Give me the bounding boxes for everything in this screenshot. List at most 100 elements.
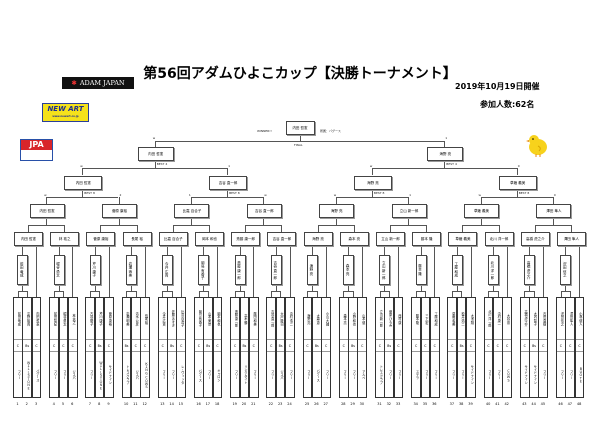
bracket-line	[371, 168, 373, 175]
bracket-line	[384, 283, 386, 291]
bracket-line	[325, 245, 327, 297]
best8-label: BEST 8	[518, 191, 530, 195]
player-class: Bs	[240, 339, 249, 352]
round-box: 比嘉 百合子	[174, 204, 210, 218]
bracket-line	[506, 245, 508, 297]
bracket-line	[307, 291, 317, 292]
player-name: 佐藤 あすき	[170, 310, 175, 328]
round32-box: 森本 亮	[339, 232, 369, 246]
bracket-line	[289, 245, 291, 297]
player-name: 吉谷 直一郎	[270, 310, 275, 328]
player-shop: フリー	[62, 370, 67, 380]
player-shop: サイドナイン	[469, 365, 474, 385]
player-name: 斎藤 康一郎	[233, 310, 238, 328]
player-class: C	[539, 339, 548, 352]
bracket-line	[408, 197, 410, 204]
player-class: C	[376, 339, 384, 352]
player-name: 大谷 崇	[505, 313, 510, 325]
bracket-line	[317, 225, 354, 226]
round-box: 内田 哲憲	[29, 204, 65, 218]
player-number: 27	[323, 402, 328, 406]
player-shop: フリー	[397, 370, 402, 380]
bracket-line	[227, 168, 229, 175]
player-shop: フリー	[288, 370, 293, 380]
player-class: C	[32, 339, 41, 352]
round1-winner-box: 立山 新一郎	[379, 255, 391, 285]
player-shop: ステラ	[414, 370, 419, 380]
round1-winner-box: 堀谷 勇太	[53, 255, 65, 285]
player-number: 48	[576, 402, 582, 406]
player-class: C	[322, 339, 330, 352]
bracket-line	[281, 225, 283, 232]
bracket-line	[245, 225, 282, 226]
bracket-line	[543, 245, 545, 297]
player-shop: フリー	[542, 370, 547, 380]
player-name: 澤田 隼人	[569, 312, 574, 326]
bracket-line	[343, 291, 345, 297]
player-name: 山本 美奈	[207, 312, 212, 326]
bracket-line	[17, 291, 19, 297]
bracket-line	[203, 283, 205, 291]
bracket-line	[461, 291, 463, 297]
newart-logo-text: NEW ART	[47, 105, 84, 113]
bracket-line	[209, 225, 210, 232]
player-number: 29	[350, 402, 355, 406]
player-number: 43	[522, 402, 527, 406]
bracket-line	[529, 283, 531, 291]
player-shop: バグース	[315, 368, 320, 382]
player-number: 6	[71, 402, 74, 406]
player-name: 山本 健	[361, 313, 366, 325]
player-shop: フリー	[52, 370, 57, 380]
player-shop: トレスクラブ	[378, 365, 383, 385]
player-shop: トレスクラブ	[125, 365, 130, 385]
player-number: 41	[495, 402, 500, 406]
player-number: 39	[468, 402, 473, 406]
player-entry: 山本 健 C アルベ	[357, 297, 368, 398]
bracket-line	[275, 283, 277, 291]
bracket-line	[100, 225, 102, 232]
round1-winner-box: 沢田 信之	[560, 255, 572, 285]
player-shop: レ・ヴィッタ	[180, 365, 185, 385]
bracket-line	[126, 291, 136, 292]
player-number: 24	[287, 402, 292, 406]
player-shop: フリー	[388, 370, 393, 380]
bracket-line	[28, 225, 65, 226]
round32-box: 菅原 康裕	[86, 232, 116, 246]
player-name: 藤田 和美	[252, 312, 257, 326]
bracket-line	[36, 245, 38, 297]
round32-box: 林 祐之	[50, 232, 80, 246]
player-shop: アルベ	[361, 370, 366, 380]
player-shop: フリー	[207, 370, 212, 380]
player-name: 比嘉 百合子	[180, 310, 185, 328]
round1-winner-box: 海野 亮	[306, 255, 318, 285]
player-number: 4	[52, 402, 55, 406]
player-class: C	[50, 339, 58, 352]
bracket-line	[352, 291, 354, 297]
score-left: w	[333, 193, 337, 197]
bracket-line	[571, 225, 572, 232]
player-number: 42	[504, 402, 509, 406]
round1-winner-box: 今井 広貴	[162, 255, 174, 285]
player-class: C	[131, 339, 140, 352]
player-class: C	[105, 339, 113, 352]
winner-label: WINNER!!	[257, 129, 272, 133]
bracket-line	[379, 291, 389, 292]
player-shop: フリー	[569, 370, 574, 380]
newart-url: www.newart.co.jp	[52, 115, 79, 118]
bracket-line	[263, 216, 265, 225]
bracket-line	[162, 291, 164, 297]
bracket-line	[144, 245, 146, 297]
score-left: w	[478, 193, 481, 197]
player-shop: フリー	[16, 370, 21, 380]
player-number: 47	[567, 402, 573, 406]
player-class: Bs	[168, 339, 176, 352]
round1-winner-box: 工藤 和成	[451, 255, 463, 285]
bracket-line	[253, 245, 255, 297]
bracket-line	[462, 225, 464, 232]
bracket-line	[480, 216, 482, 225]
bracket-line	[426, 225, 428, 232]
player-class: C	[358, 339, 367, 352]
